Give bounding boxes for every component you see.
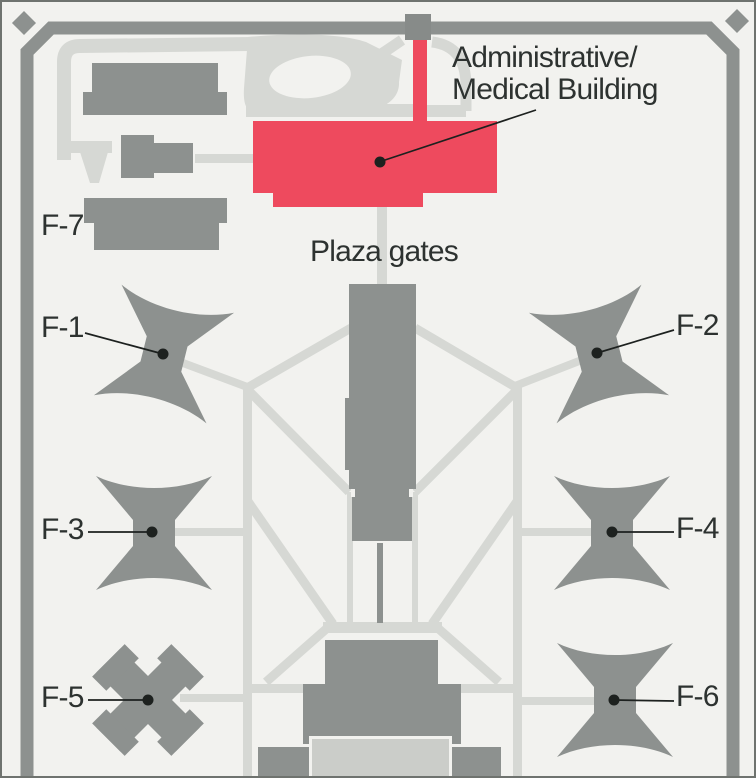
label-f4: F-4 [676,512,719,545]
label-f2: F-2 [676,309,719,342]
road-stub-f3 [173,528,245,536]
leader-f2 [596,329,675,354]
plaza-gates-road [377,207,387,287]
support-building-mid [121,135,193,178]
dot-f2 [591,347,603,359]
dot-f6 [608,694,620,706]
leader-f1 [84,332,164,355]
road-stub-f1 [173,356,252,392]
bottom-building-yard [312,739,449,778]
corner-diamond-right [724,8,750,34]
label-f7: F-7 [41,209,84,242]
entry-loop-road [57,34,472,183]
dot-f5 [142,694,154,706]
label-f6: F-6 [676,680,719,713]
leader-f6 [613,699,675,702]
central-building [345,284,416,623]
label-admin-line1: Administrative/ [452,41,638,74]
label-admin-line2: Medical Building [452,73,658,106]
road-funnel-mouth [323,622,442,633]
road-diagonals [173,324,594,686]
label-f1: F-1 [41,311,84,344]
dot-f3 [146,526,158,538]
road-stub-f6 [522,697,598,705]
road-right-vertical [513,383,522,778]
road-flank-left [347,492,353,623]
building-details [258,489,501,778]
road-upper-band-right [427,105,466,117]
dot-f1 [157,348,169,360]
label-f5: F-5 [41,681,84,714]
road-bottom-left [247,684,305,693]
admin-medical-building [253,38,497,207]
dot-admin [374,156,386,168]
label-admin-medical: Administrative/ Medical Building [452,42,658,106]
road-flank-right [412,492,418,623]
road-left-vertical [243,383,252,778]
central-walkway [377,543,383,623]
road-stub-f5 [180,694,243,702]
support-building-upper [83,63,227,115]
loop-island [269,55,351,99]
admin-building-main [253,121,497,193]
dot-f4 [606,526,618,538]
gate-marker [405,14,431,40]
callout-dots [142,156,620,706]
label-f3: F-3 [41,513,84,546]
leader-admin [381,109,537,162]
callout-lines [84,109,675,702]
corner-diamond-left [11,10,37,36]
road-bottom-right [460,684,522,693]
road-stub-f4 [522,528,594,536]
label-plaza-gates: Plaza gates [310,235,459,268]
building-f7 [84,198,227,250]
road-connector-mid [195,154,253,163]
admin-building-tab [273,192,423,207]
admin-access-road [413,38,427,123]
